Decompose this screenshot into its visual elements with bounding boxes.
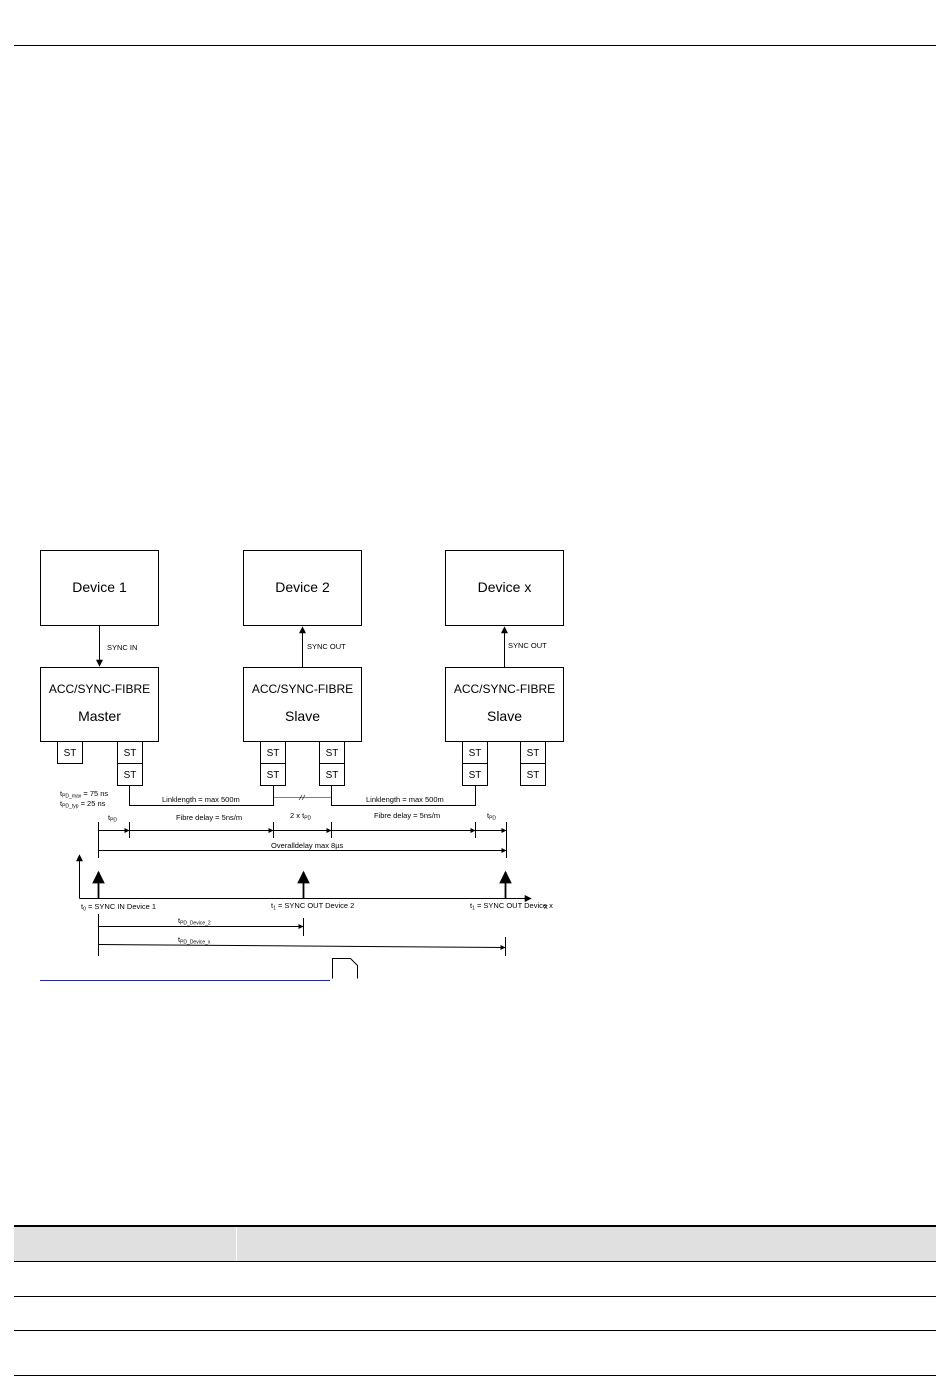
- master-module-box: [40, 667, 159, 742]
- table-header-cell: [14, 1227, 237, 1261]
- st-label: ST: [326, 748, 339, 759]
- device-x-box: [445, 550, 564, 626]
- device-1-box: [40, 550, 159, 626]
- role-label: Master: [78, 708, 121, 724]
- st-label: ST: [469, 770, 482, 781]
- module-label: ACC/SYNC-FIBRE: [49, 682, 150, 696]
- break-mark: [301, 794, 306, 801]
- device-x-label: Device x: [478, 579, 532, 595]
- document-link[interactable]: [40, 968, 330, 981]
- sync-in-label: SYNC IN: [107, 643, 137, 652]
- module-label: ACC/SYNC-FIBRE: [454, 682, 555, 696]
- st-connector: [520, 763, 546, 786]
- st-connector: [57, 741, 83, 764]
- tpd-device-x-label: tPD_Device_x: [178, 935, 211, 946]
- table-row: [14, 1297, 936, 1331]
- tpd-device-2-label: tPD_Device_2: [178, 916, 211, 927]
- data-table: [14, 1225, 936, 1376]
- role-label: Slave: [487, 708, 522, 724]
- t1-device-2-label: t1 = SYNC OUT Device 2: [271, 901, 354, 912]
- st-label: ST: [527, 770, 540, 781]
- overall-delay-label: Overalldelay max 8µs: [271, 841, 344, 850]
- slave-module-box-2: [445, 667, 564, 742]
- table-row: [14, 1262, 936, 1297]
- st-label: ST: [124, 748, 137, 759]
- role-label: Slave: [285, 708, 320, 724]
- slave-module-box-1: [243, 667, 362, 742]
- st-label: ST: [469, 748, 482, 759]
- device-2-box: [243, 550, 362, 626]
- st-label: ST: [527, 748, 540, 759]
- fibre-link-1: [129, 785, 274, 806]
- fibre-link-2: [331, 785, 476, 806]
- two-tpd-label: 2 x tPD: [290, 811, 312, 822]
- st-label: ST: [64, 748, 77, 759]
- link-length-label-2: Linklength = max 500m: [366, 795, 444, 804]
- delay-device-x: [98, 944, 506, 950]
- tpd-right-label: tPD: [487, 811, 496, 822]
- st-label: ST: [326, 770, 339, 781]
- fibre-delay-label-2: Fibre delay = 5ns/m: [374, 811, 440, 820]
- sync-out-label: SYNC OUT: [508, 641, 547, 650]
- fibre-delay-label-1: Fibre delay = 5ns/m: [176, 813, 242, 822]
- st-label: ST: [267, 748, 280, 759]
- device-1-label: Device 1: [72, 579, 127, 595]
- table-header-cell: [237, 1227, 936, 1261]
- st-label: ST: [124, 770, 137, 781]
- t0-label: t0 = SYNC IN Device 1: [81, 902, 156, 913]
- sync-out-label: SYNC OUT: [307, 642, 346, 651]
- st-label: ST: [267, 770, 280, 781]
- break-mark: [298, 794, 303, 801]
- module-label: ACC/SYNC-FIBRE: [252, 682, 353, 696]
- table-row: [14, 1331, 936, 1376]
- tpd-left-label: tPD: [108, 813, 117, 824]
- tpd-max-label: tPD_max = 75 ns: [60, 789, 108, 800]
- link-length-label-1: Linklength = max 500m: [162, 795, 240, 804]
- tpd-typ-label: tPD_typ = 25 ns: [60, 799, 106, 810]
- header-rule: [14, 45, 936, 46]
- t1-device-x-label: t1 = SYNC OUT Device x: [470, 901, 553, 912]
- document-icon: [332, 958, 358, 979]
- axis-x-label: x: [544, 902, 548, 911]
- device-2-label: Device 2: [275, 579, 330, 595]
- table-header: [14, 1225, 936, 1262]
- sync-fibre-diagram: Device 1 Device 2 Device x SYNC IN SYNC …: [40, 550, 564, 979]
